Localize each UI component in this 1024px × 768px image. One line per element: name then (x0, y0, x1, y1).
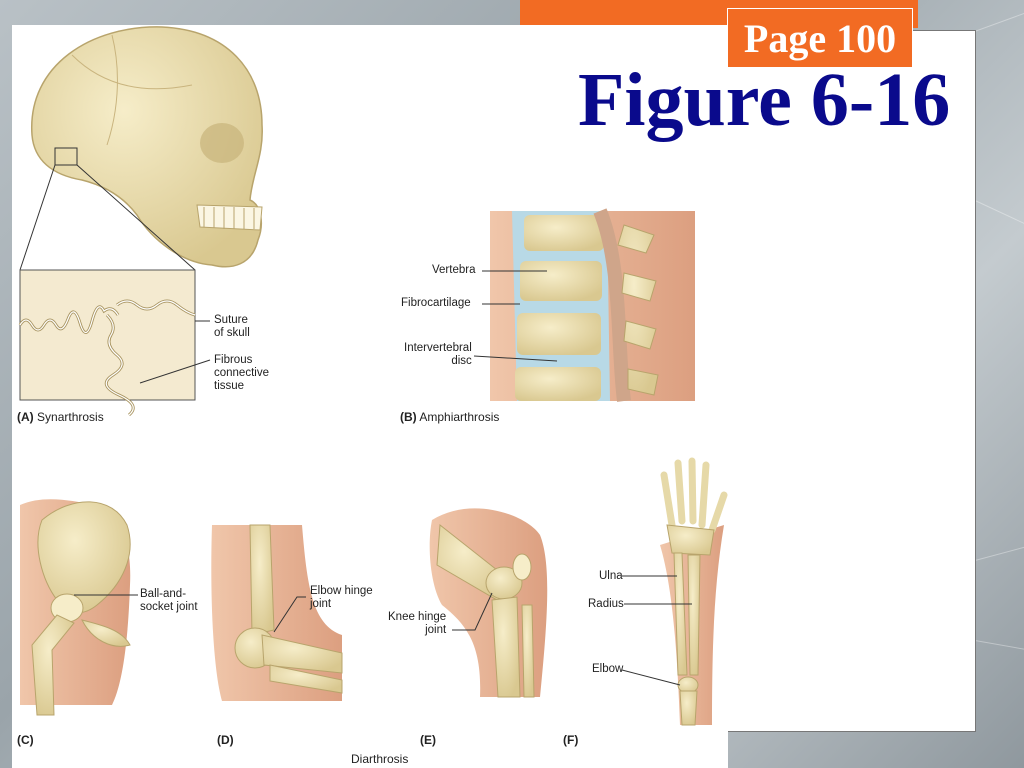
hip-illustration (20, 499, 138, 716)
label-ulna: Ulna (599, 570, 623, 582)
label-elbow: Elbow (592, 663, 624, 675)
label-vertebra: Vertebra (432, 264, 476, 276)
caption-diarthrosis: Diarthrosis (351, 752, 409, 766)
anatomy-illustration (18, 26, 728, 726)
caption-e: (E) (420, 733, 436, 747)
caption-a: (A) Synarthrosis (17, 410, 104, 424)
caption-c: (C) (17, 733, 34, 747)
page-number-label: Page 100 (743, 15, 897, 61)
caption-f: (F) (563, 733, 579, 747)
elbow-illustration (211, 524, 343, 701)
slide-title: Figure 6-16 (578, 58, 951, 142)
label-fibrocartilage: Fibrocartilage (401, 297, 471, 309)
page-number-badge: Page 100 (727, 8, 913, 68)
suture-inset (18, 269, 211, 417)
arm-illustration (621, 457, 728, 726)
knee-illustration (429, 508, 548, 698)
label-radius: Radius (588, 598, 624, 610)
background-line (974, 200, 1024, 235)
background-line (974, 640, 1024, 655)
vertebral-column-illustration (473, 208, 695, 402)
background-line (974, 539, 1024, 561)
caption-d: (D) (217, 733, 234, 747)
label-ball-and-socket: Ball-and-socket joint (140, 588, 198, 614)
skull-illustration (19, 26, 263, 271)
caption-b: (B) Amphiarthrosis (400, 410, 500, 424)
